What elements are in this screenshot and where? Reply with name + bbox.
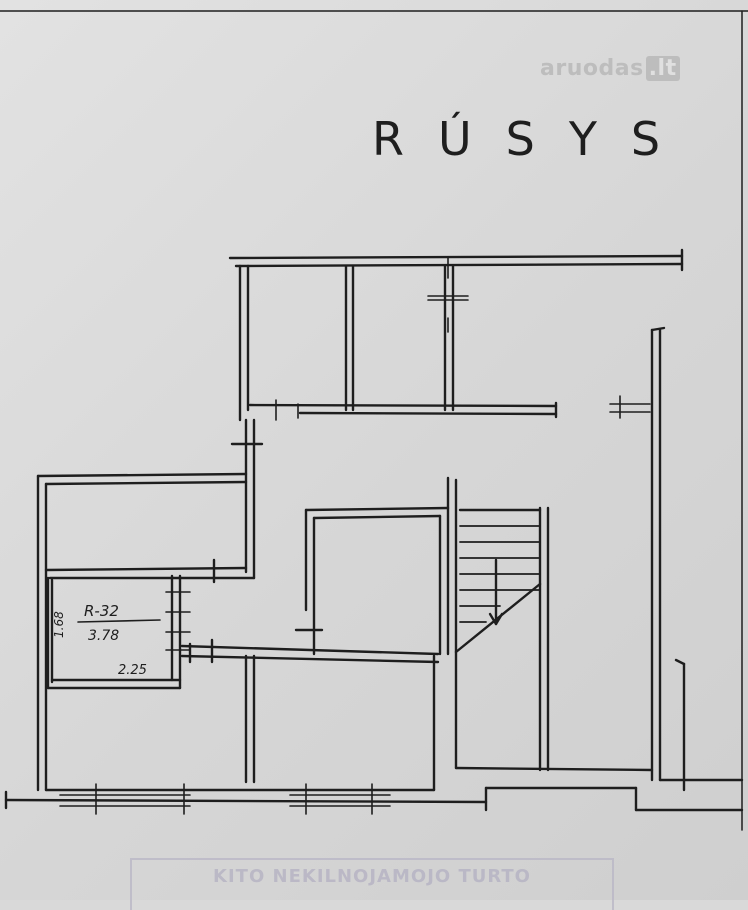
aruodas-watermark: aruodas.lt xyxy=(540,56,680,81)
upper-left-room-walls xyxy=(238,264,455,422)
right-exterior-wall xyxy=(650,326,686,792)
watermark-brand: aruodas xyxy=(540,56,644,81)
staircase xyxy=(454,478,654,772)
room-r32-door-marks xyxy=(165,591,191,651)
top-exterior-wall xyxy=(228,248,684,272)
corridor-left-wall xyxy=(230,418,264,580)
left-wing-walls xyxy=(36,472,256,792)
watermark-tld: .lt xyxy=(645,56,680,81)
upper-door-marks xyxy=(275,257,469,421)
lower-room-walls xyxy=(244,654,436,792)
right-door-marks xyxy=(609,395,651,419)
window-marks xyxy=(59,783,391,815)
room-code-label: R-32 xyxy=(84,602,119,620)
central-room-walls xyxy=(294,476,450,656)
room-area-label: 3.78 xyxy=(88,628,119,644)
room-label-fraction-line xyxy=(77,619,161,623)
room-depth-label: 1.68 xyxy=(52,611,66,638)
plan-title: RÚSYS xyxy=(372,112,695,166)
room-width-label: 2.25 xyxy=(118,663,147,678)
cadastral-stamp: KITO NEKILNOJAMOJO TURTO xyxy=(130,858,614,910)
upper-rooms-bottom-wall xyxy=(248,401,558,419)
middle-horizontal-wall xyxy=(180,638,440,664)
room-r32-label: R-32 3.78 2.25 1.68 xyxy=(52,602,161,678)
bottom-exterior-wall xyxy=(4,778,744,812)
